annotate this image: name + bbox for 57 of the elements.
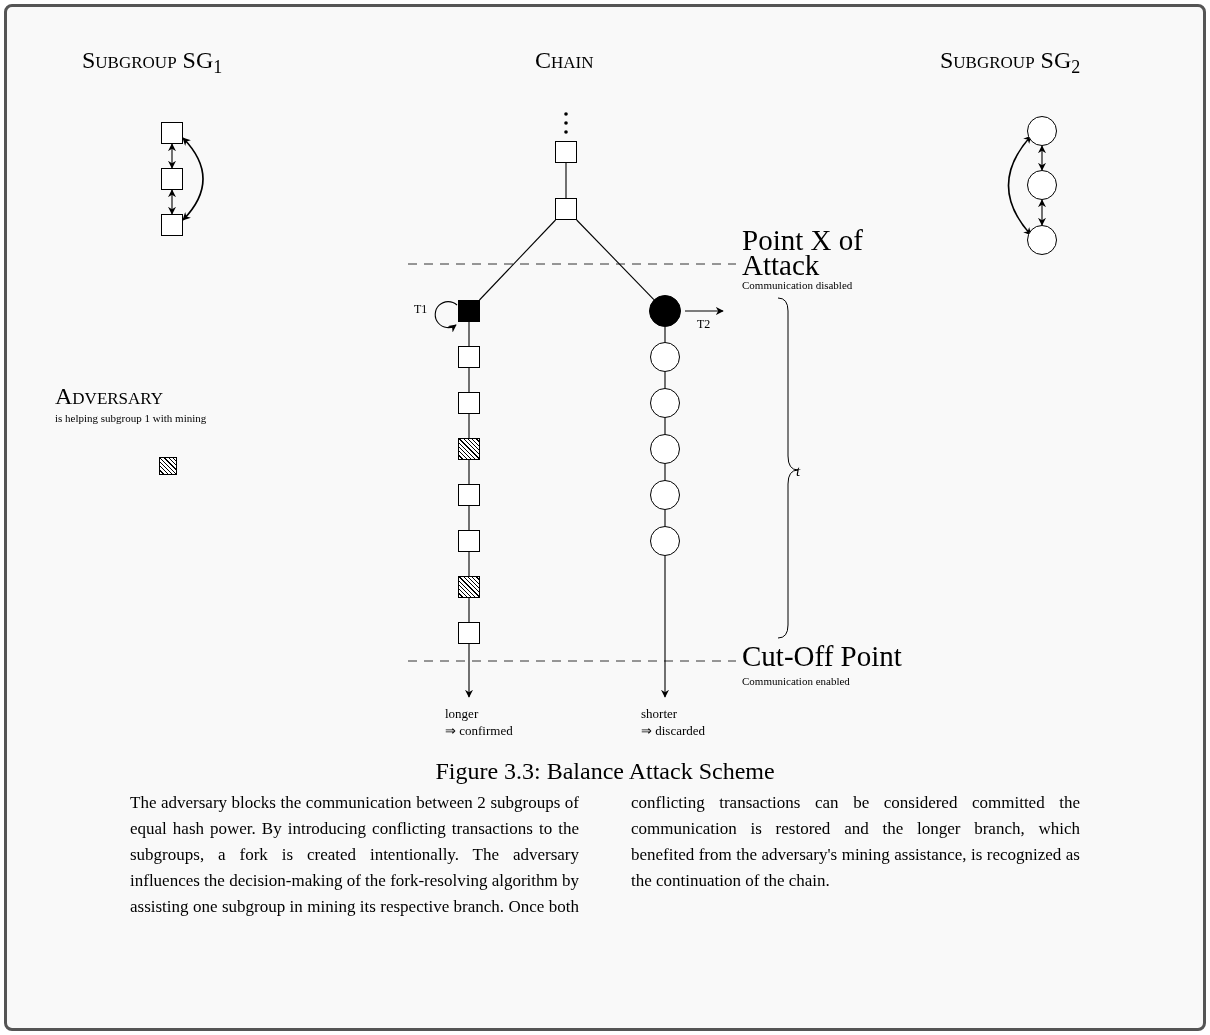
group-heading: Subgroup SG$_{2}$ [940, 46, 1081, 78]
connector-line [664, 417, 666, 435]
connector-line [565, 162, 567, 199]
group-heading: Subgroup SG$_{1}$ [82, 46, 223, 78]
figure-caption: Figure 3.3: Balance Attack Scheme [434, 757, 776, 786]
arrow [661, 555, 669, 698]
block-square [555, 198, 577, 220]
block-square [458, 484, 480, 506]
filled-block-square [458, 300, 480, 322]
block-square [161, 168, 183, 190]
outcome-text: shorter [641, 705, 678, 722]
hatched-block-square [458, 438, 480, 460]
arrow [1038, 145, 1046, 171]
connector-line [468, 505, 470, 531]
group-heading: Adversary [55, 384, 164, 408]
connector-line [468, 597, 470, 623]
duration-label: t [796, 462, 801, 481]
arrow [1007, 135, 1032, 236]
arrow [168, 143, 176, 169]
arrow [1038, 199, 1046, 226]
arrow [168, 189, 176, 215]
connector-line [468, 551, 470, 577]
connector-line [468, 413, 470, 439]
edge-label: T1 [414, 303, 428, 315]
hatched-block-square [159, 457, 177, 475]
block-square [555, 141, 577, 163]
group-heading: Chain [535, 46, 594, 75]
block-square [458, 530, 480, 552]
arrow [182, 137, 204, 221]
description-paragraph: The adversary blocks the communication between 2 subgroups of equal hash power. By introducing conflicting transactions to the subgroups, a fork is created intentionally. The adversary influences the decision-making of the fork-resolving algorithm by assisting one subgroup in mining its respective branch. Once both conflicting transactions can be considered committed the communication is restored and the longer branch, which benefited from the adversary's mining assistance, is recognized as the continuation of the chain. [130, 792, 1080, 918]
connector-line [468, 321, 470, 347]
block-square [161, 214, 183, 236]
connector-line [664, 463, 666, 481]
block-square [161, 122, 183, 144]
arrow [434, 301, 458, 333]
outcome-text: ⇒ confirmed [445, 722, 513, 739]
annotation-title: Point X of Attack [742, 228, 864, 278]
annotation-note: Communication disabled [742, 278, 853, 293]
edge-label: T2 [697, 318, 711, 330]
annotation-title: Cut-Off Point [742, 642, 902, 671]
annotation-note: Communication enabled [742, 674, 850, 689]
connector-line [664, 326, 666, 343]
block-square [458, 392, 480, 414]
arrow [465, 643, 473, 698]
hatched-block-square [458, 576, 480, 598]
connector-line [478, 219, 557, 301]
outcome-text: longer [445, 705, 479, 722]
block-square [458, 622, 480, 644]
connector-line [576, 219, 655, 301]
connector-line [468, 459, 470, 485]
connector-line [664, 371, 666, 389]
outcome-text: ⇒ discarded [641, 722, 706, 739]
connector-line [468, 367, 470, 393]
arrow [684, 307, 724, 315]
connector-line [664, 509, 666, 527]
block-square [458, 346, 480, 368]
annotation-note: is helping subgroup 1 with mining [55, 411, 207, 426]
